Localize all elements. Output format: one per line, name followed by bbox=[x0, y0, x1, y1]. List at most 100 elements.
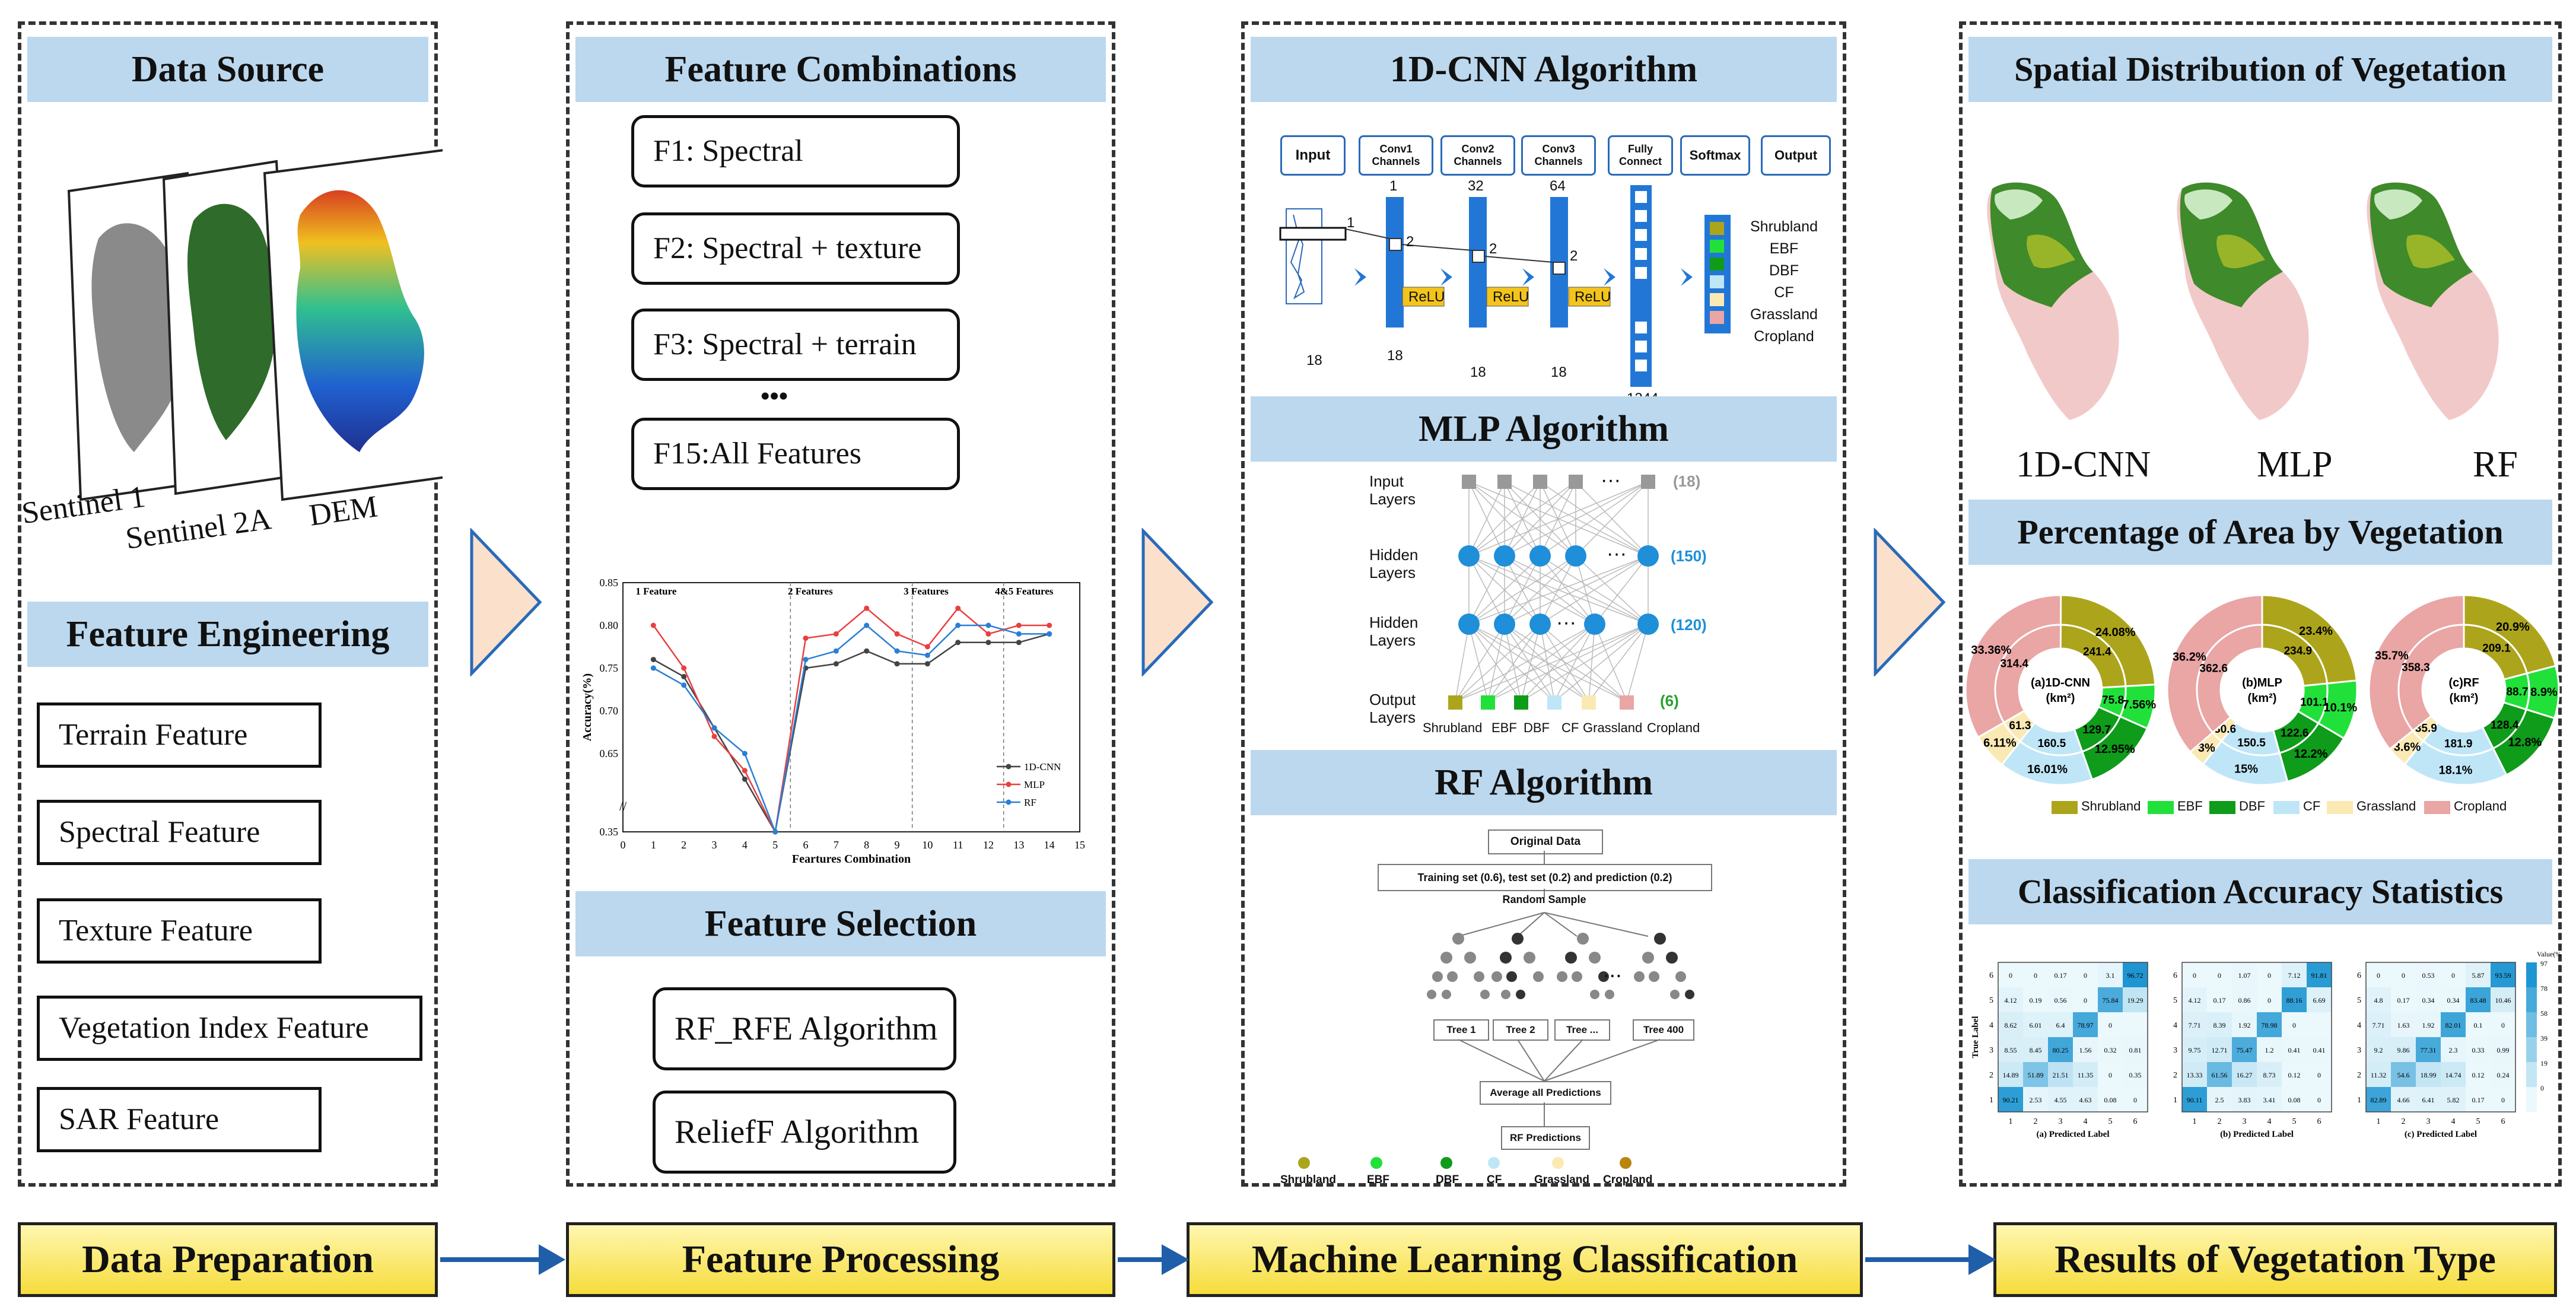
point-1D-CNN-12 bbox=[985, 640, 991, 646]
cm-0-cell-3-4 bbox=[2098, 1037, 2123, 1062]
x-axis-label: Feartures Combination bbox=[792, 853, 911, 866]
stage-arrow-3-head bbox=[1968, 1244, 1996, 1275]
cm-2-val-2-3: 82.01 bbox=[2445, 1021, 2461, 1029]
cm-1-val-4-1: 61.56 bbox=[2212, 1071, 2228, 1079]
cm-1-cell-2-4 bbox=[2282, 1012, 2307, 1037]
cm-1-val-0-3: 0 bbox=[2267, 971, 2271, 980]
cm-0-ytick-3: 3 bbox=[1989, 1046, 1993, 1055]
donut-1-area-1: 101.1 bbox=[2300, 696, 2329, 708]
legend-cropland: Cropland bbox=[2454, 799, 2507, 813]
cm-2-cell-2-4 bbox=[2466, 1012, 2491, 1037]
cnn-class-list: Shrubland EBF DBF CF Grassland Cropland bbox=[1739, 216, 1828, 348]
map-label-mlp: MLP bbox=[2257, 444, 2333, 485]
legend-text-1D-CNN: 1D-CNN bbox=[1024, 761, 1061, 773]
cm-0-val-0-2: 0.17 bbox=[2055, 971, 2067, 980]
cm-2-val-1-2: 0.34 bbox=[2422, 996, 2435, 1005]
donut-0-label: (a)1D-CNN bbox=[2031, 676, 2090, 689]
cm-0-cell-3-3 bbox=[2073, 1037, 2098, 1062]
cm-1-cell-3-2 bbox=[2232, 1037, 2257, 1062]
stage-arrows bbox=[440, 1244, 1996, 1275]
cm-0-ytick-4: 4 bbox=[1989, 1021, 1993, 1030]
cnn-network-graphic bbox=[1279, 185, 1731, 387]
cm-2-val-1-3: 0.34 bbox=[2447, 996, 2460, 1005]
combo-f1: F1: Spectral bbox=[631, 115, 960, 187]
cm-1-cell-5-1 bbox=[2207, 1087, 2232, 1112]
cm-1-val-5-0: 90.11 bbox=[2187, 1096, 2203, 1104]
cm-2-cell-4-1 bbox=[2391, 1062, 2416, 1087]
combo-f15: F15:All Features bbox=[631, 418, 960, 490]
cm-0-cell-1-0 bbox=[1998, 987, 2023, 1012]
mlp-class-shrubland: Shrubland bbox=[1423, 720, 1483, 735]
cm-2-cell-3-0 bbox=[2366, 1037, 2391, 1062]
cm-0-cell-4-0 bbox=[1998, 1062, 2023, 1087]
cm-0-val-3-0: 8.55 bbox=[2005, 1046, 2017, 1054]
feature-combinations-header: Feature Combinations bbox=[575, 37, 1106, 102]
kernel2-label: 2 bbox=[1489, 241, 1497, 257]
cm-2-val-5-1: 4.66 bbox=[2397, 1096, 2410, 1104]
cm-1-cell-3-1 bbox=[2207, 1037, 2232, 1062]
relieff-algorithm-box: ReliefF Algorithm bbox=[653, 1091, 956, 1174]
point-MLP-6 bbox=[803, 635, 809, 641]
cm-0-val-3-4: 0.32 bbox=[2104, 1046, 2117, 1054]
svg-text:···: ··· bbox=[1556, 611, 1576, 634]
cm-2-val-4-3: 14.74 bbox=[2445, 1071, 2461, 1079]
sentinel1-region bbox=[91, 223, 184, 452]
rf-tree-400-box: Tree 400 bbox=[1633, 1019, 1694, 1041]
cm-1-ytick-3: 3 bbox=[2173, 1046, 2177, 1055]
cm-0-cell-5-3 bbox=[2073, 1087, 2098, 1112]
cm-0-ytick-5: 5 bbox=[1989, 996, 1993, 1005]
point-RF-5 bbox=[772, 829, 778, 835]
cm-0-val-4-4: 0 bbox=[2108, 1071, 2112, 1079]
cm-1-cell-5-3 bbox=[2257, 1087, 2282, 1112]
cbar-seg-0 bbox=[2526, 962, 2537, 987]
cnn-layer-softmax: Softmax bbox=[1680, 135, 1750, 176]
vegetation-maps bbox=[1987, 182, 2499, 420]
cm-0-val-1-2: 0.56 bbox=[2055, 996, 2067, 1005]
satellite-layers-illustration bbox=[67, 149, 443, 501]
cm-2-cell-2-5 bbox=[2491, 1012, 2515, 1037]
legend-marker-MLP bbox=[1006, 781, 1012, 787]
mlp-hidden-layer2-label: Hidden Layers bbox=[1369, 614, 1419, 649]
cm-0-val-3-3: 1.56 bbox=[2079, 1046, 2092, 1054]
mlp-hidden-layer1-label: Hidden Layers bbox=[1369, 546, 1419, 581]
cm-1-cell-2-1 bbox=[2207, 1012, 2232, 1037]
combo-f3: F3: Spectral + terrain bbox=[631, 309, 960, 381]
cm-1-val-5-1: 2.5 bbox=[2215, 1096, 2224, 1104]
group-label-3: 4&5 Features bbox=[995, 586, 1054, 597]
cm-0-val-0-3: 0 bbox=[2084, 971, 2087, 980]
donut-0-area-2: 129.7 bbox=[2082, 724, 2111, 736]
rf-rfe-algorithm-box: RF_RFE Algorithm bbox=[653, 987, 956, 1070]
rf-header: RF Algorithm bbox=[1251, 750, 1837, 815]
x-tick-14: 14 bbox=[1044, 839, 1055, 851]
cm-0-val-1-3: 0 bbox=[2084, 996, 2087, 1005]
cm-2-cell-0-5 bbox=[2491, 962, 2515, 987]
cm-0-cell-4-3 bbox=[2073, 1062, 2098, 1087]
point-RF-14 bbox=[1047, 631, 1052, 637]
donut-2-area-3: 181.9 bbox=[2444, 738, 2473, 751]
cm-2-val-1-4: 83.48 bbox=[2470, 996, 2486, 1005]
cm-2-val-2-2: 1.92 bbox=[2422, 1021, 2435, 1029]
donut-1-pct-0: 23.4% bbox=[2299, 625, 2333, 638]
cm-2-cell-1-0 bbox=[2366, 987, 2391, 1012]
cm-0-cell-1-3 bbox=[2073, 987, 2098, 1012]
cm-2-val-2-1: 1.63 bbox=[2397, 1021, 2410, 1029]
rf-tree-dots: ... bbox=[1603, 958, 1622, 983]
cm-2-cell-1-4 bbox=[2466, 987, 2491, 1012]
rf-random-sample-label: Random Sample bbox=[1502, 894, 1586, 905]
mlp-hidden1-count: (150) bbox=[1671, 547, 1707, 565]
donut-0-pct-3: 16.01% bbox=[2027, 763, 2068, 776]
svg-text:···: ··· bbox=[1601, 469, 1621, 491]
legend-marker-RF bbox=[1006, 799, 1012, 805]
map-1d-cnn bbox=[1987, 182, 2119, 420]
cm-2-cell-0-4 bbox=[2466, 962, 2491, 987]
x-tick-12: 12 bbox=[983, 839, 994, 851]
cm-2-cell-0-3 bbox=[2441, 962, 2466, 987]
cm-0-ytick-6: 6 bbox=[1989, 971, 1993, 980]
x-tick-7: 7 bbox=[834, 839, 839, 851]
feature-processing-panel: Feature Combinations F1: Spectral F2: Sp… bbox=[566, 21, 1115, 1187]
x-tick-2: 2 bbox=[681, 839, 686, 851]
cm-1-cell-5-2 bbox=[2232, 1087, 2257, 1112]
series-line-1D-CNN bbox=[653, 633, 1050, 834]
cm-1-xtick-5: 5 bbox=[2292, 1117, 2297, 1126]
cm-0-val-2-1: 6.01 bbox=[2030, 1021, 2042, 1029]
